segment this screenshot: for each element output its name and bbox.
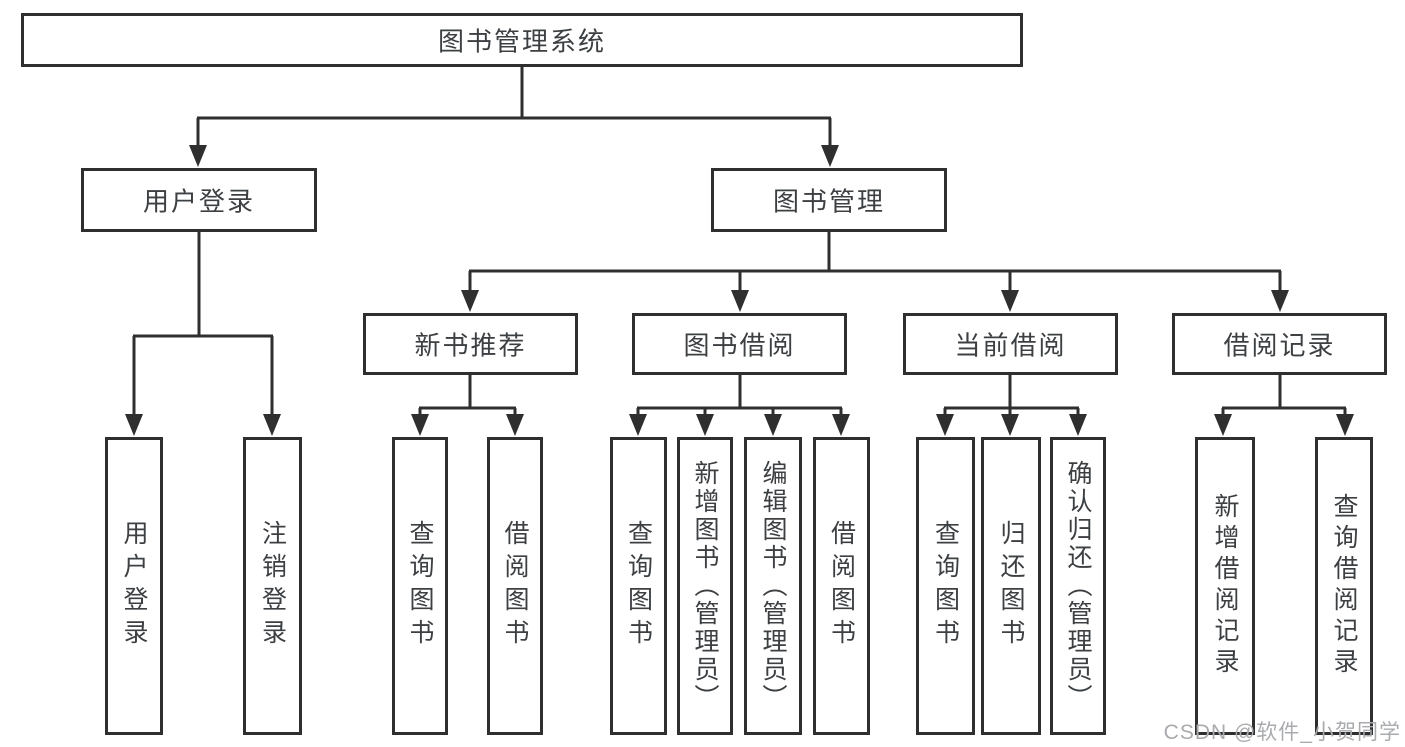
node-borrow-record: 借阅记录	[1172, 313, 1387, 375]
leaf-return-book-label: 归还图书	[997, 520, 1025, 652]
node-root: 图书管理系统	[21, 13, 1023, 67]
leaf-confirm-return-admin: 确认归还（管理员）	[1050, 437, 1106, 735]
leaf-return-book: 归还图书	[981, 437, 1041, 735]
node-new-book-recommend: 新书推荐	[363, 313, 578, 375]
leaf-borrow-book-recommend: 借阅图书	[487, 437, 543, 735]
node-book-management-label: 图书管理	[772, 186, 886, 217]
leaf-borrow-book-label: 借阅图书	[827, 520, 856, 652]
leaf-logout: 注销登录	[243, 437, 302, 735]
leaf-edit-book-admin-label: 编辑图书（管理员）	[759, 460, 787, 712]
node-new-book-recommend-label: 新书推荐	[414, 330, 527, 361]
node-book-management: 图书管理	[711, 168, 947, 232]
node-user-login: 用户登录	[81, 168, 317, 232]
leaf-logout-label: 注销登录	[258, 520, 287, 652]
node-book-borrow: 图书借阅	[632, 313, 847, 375]
leaf-edit-book-admin: 编辑图书（管理员）	[744, 437, 802, 735]
leaf-query-book-current-label: 查询图书	[931, 520, 960, 652]
leaf-query-borrow-record-label: 查询借阅记录	[1330, 493, 1358, 679]
connector-edges	[132, 66, 1347, 415]
leaf-query-borrow-record: 查询借阅记录	[1315, 437, 1373, 735]
leaf-add-book-admin: 新增图书（管理员）	[677, 437, 733, 735]
node-user-login-label: 用户登录	[142, 186, 256, 217]
leaf-add-borrow-record-label: 新增借阅记录	[1211, 493, 1239, 679]
arrowheads	[125, 145, 1354, 436]
leaf-query-book-recommend: 查询图书	[392, 437, 448, 735]
leaf-borrow-book-recommend-label: 借阅图书	[501, 520, 529, 652]
node-root-label: 图书管理系统	[437, 26, 607, 57]
leaf-add-borrow-record: 新增借阅记录	[1195, 437, 1255, 735]
node-borrow-record-label: 借阅记录	[1223, 330, 1336, 361]
node-current-borrow-label: 当前借阅	[954, 330, 1067, 361]
leaf-query-book-current: 查询图书	[916, 437, 975, 735]
node-current-borrow: 当前借阅	[903, 313, 1118, 375]
leaf-query-book-borrow: 查询图书	[610, 437, 667, 735]
leaf-query-book-borrow-label: 查询图书	[624, 520, 653, 652]
leaf-confirm-return-admin-label: 确认归还（管理员）	[1064, 460, 1092, 712]
leaf-add-book-admin-label: 新增图书（管理员）	[691, 460, 719, 712]
leaf-user-login: 用户登录	[105, 437, 163, 735]
leaf-query-book-recommend-label: 查询图书	[406, 520, 434, 652]
node-book-borrow-label: 图书借阅	[683, 330, 796, 361]
leaf-user-login-label: 用户登录	[120, 520, 148, 652]
csdn-watermark: CSDN @软件_小贺同学	[1163, 721, 1401, 744]
leaf-borrow-book: 借阅图书	[813, 437, 870, 735]
